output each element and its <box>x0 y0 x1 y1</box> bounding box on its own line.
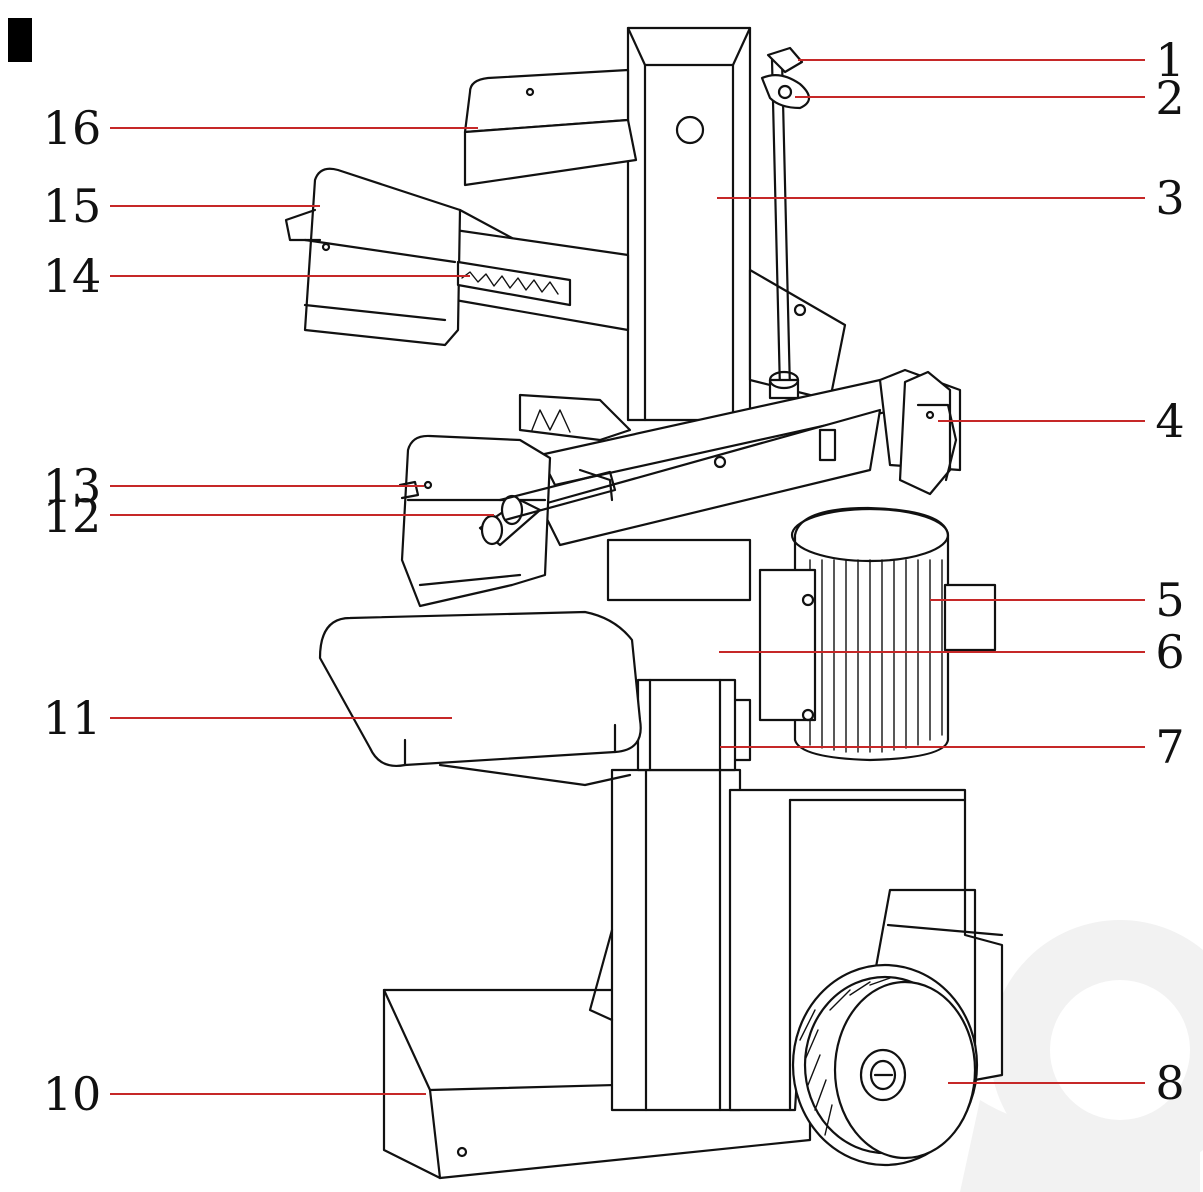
top-guard <box>463 68 638 187</box>
label-part-8: 8 <box>1155 1056 1184 1110</box>
toothed-bracket <box>456 260 572 307</box>
label-part-10: 10 <box>43 1067 102 1121</box>
control-lever-rod <box>760 46 811 400</box>
handle-grip <box>478 468 617 547</box>
column-bracket-mid <box>606 538 752 772</box>
label-part-15: 15 <box>43 179 102 233</box>
splitting-wedge <box>518 393 632 442</box>
motor <box>758 506 997 762</box>
watermark <box>960 920 1203 1192</box>
label-part-2: 2 <box>1155 71 1184 125</box>
part-number-labels: 1 2 3 4 5 6 7 8 10 11 12 13 14 15 16 <box>43 33 1185 1121</box>
label-part-11: 11 <box>43 691 102 745</box>
label-part-7: 7 <box>1155 720 1184 774</box>
label-part-4: 4 <box>1155 394 1184 448</box>
label-part-13: 13 <box>43 459 102 513</box>
label-part-1: 1 <box>1155 33 1184 87</box>
work-table <box>318 610 642 787</box>
label-part-3: 3 <box>1155 171 1184 225</box>
label-part-14: 14 <box>43 249 102 303</box>
left-hand-guard-upper <box>284 167 514 347</box>
leader-lines <box>110 59 1145 1095</box>
label-part-5: 5 <box>1155 573 1184 627</box>
label-part-12: 12 <box>43 489 102 543</box>
corner-marker <box>8 18 32 62</box>
central-column <box>626 26 752 422</box>
right-hand-guard <box>898 370 958 496</box>
wheel <box>791 963 979 1167</box>
label-part-16: 16 <box>43 101 102 155</box>
lower-column <box>588 768 742 1112</box>
label-part-6: 6 <box>1155 625 1184 679</box>
